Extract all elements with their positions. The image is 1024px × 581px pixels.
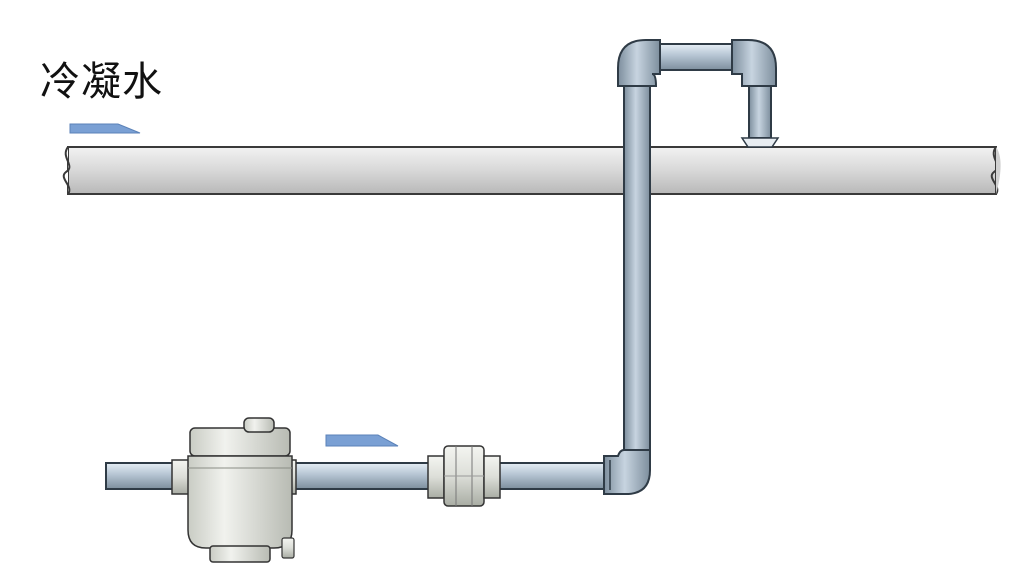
- condensate-label: 冷凝水: [40, 59, 163, 105]
- union-fitting-icon: [427, 445, 501, 507]
- flow-arrow-icon: [325, 434, 399, 447]
- steam-trap-icon: [171, 417, 297, 563]
- elbow-top-left: [617, 39, 661, 87]
- elbow-top-right: [731, 39, 777, 87]
- elbow-bottom: [603, 449, 651, 495]
- gooseneck-top-pipe: [654, 43, 736, 71]
- main-condensate-pipe: [62, 146, 1001, 195]
- flow-arrow-icon: [69, 123, 141, 134]
- connection-stub: [740, 79, 780, 148]
- riser-pipe: [623, 79, 651, 459]
